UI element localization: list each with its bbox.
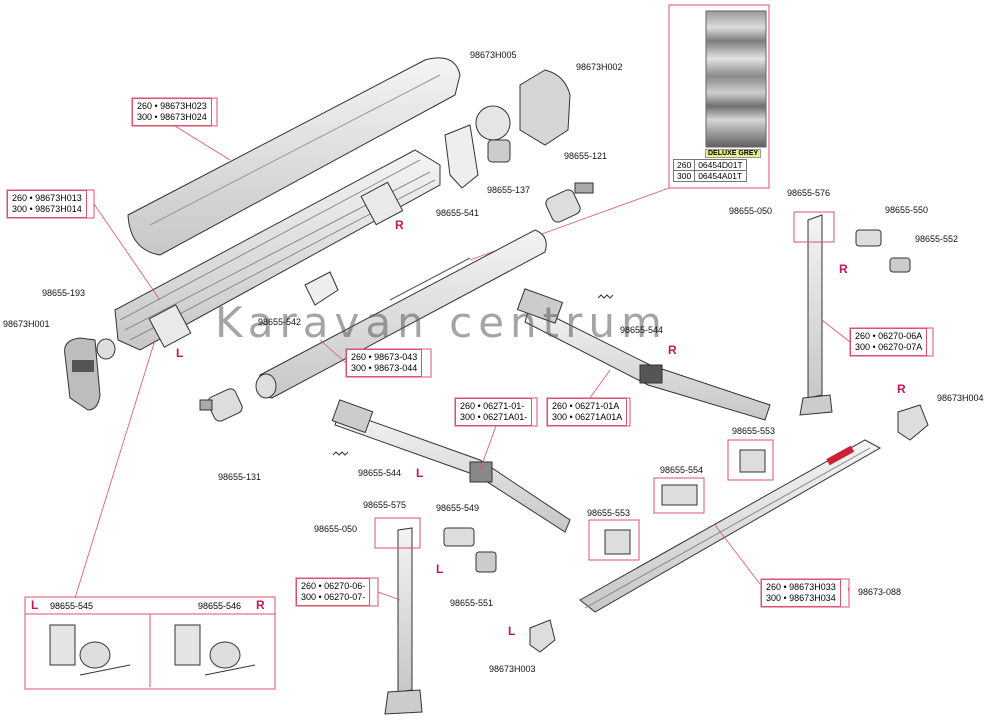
fabric-size: 260 <box>672 159 696 171</box>
main-profile <box>114 149 441 351</box>
part-label: 98655-544 <box>358 468 402 478</box>
part-553b <box>604 529 631 555</box>
end-cap-bottom <box>529 619 556 653</box>
fabric-code-table: 260 06454D01T 300 06454A01T <box>672 159 747 182</box>
part-label: 98655-553 <box>587 508 631 518</box>
part-552 <box>889 257 911 273</box>
gear-disc <box>475 105 511 141</box>
part-label: 98673H003 <box>489 664 536 674</box>
panel-side-right: R <box>256 598 265 612</box>
leg-left <box>397 527 413 693</box>
side-marker: R <box>839 262 848 276</box>
part-label: 98655-542 <box>258 317 302 327</box>
gear-bracket <box>444 124 479 189</box>
fabric-code: 06454A01T <box>694 170 747 182</box>
endcap-panel <box>24 596 276 690</box>
part-label: 98673H004 <box>937 393 984 403</box>
part-label: 98655-544 <box>620 325 664 335</box>
part-label: 98655-554 <box>660 465 704 475</box>
part-label: 98655-050 <box>314 524 358 534</box>
part-label: 98655-553 <box>732 426 776 436</box>
fabric-row: 260 06454D01T <box>672 159 747 171</box>
callout-leg-left: 260 • 06270-06-300 • 06270-07- <box>296 578 371 606</box>
arm-left <box>334 409 571 533</box>
bracket-542 <box>304 271 339 306</box>
watermark: Karavan centrum <box>215 298 668 347</box>
part-551 <box>475 551 497 573</box>
part-label: 98655-549 <box>436 503 480 513</box>
part-550 <box>855 229 882 247</box>
panel-right-code: 98655-546 <box>198 601 242 611</box>
callout-arm-left: 260 • 06271-01-300 • 06271A01- <box>455 398 533 426</box>
leg-right <box>807 214 823 399</box>
part-549 <box>443 527 475 547</box>
side-marker: L <box>416 466 424 480</box>
part-label: 98655-541 <box>436 208 480 218</box>
part-label: 98655-550 <box>885 205 929 215</box>
part-label: 98655-050 <box>729 206 773 216</box>
part-label: 98655-552 <box>915 234 959 244</box>
side-marker: R <box>897 382 906 396</box>
part-label: 98673H002 <box>576 62 623 72</box>
swatch-frame <box>668 4 770 189</box>
spring-mid <box>332 451 349 456</box>
brand-logo <box>826 445 855 466</box>
panel-side-left: L <box>31 598 39 612</box>
part-label: 98655-137 <box>487 185 531 195</box>
part-554 <box>661 484 698 506</box>
fabric-name: DELUXE GREY <box>705 149 762 158</box>
side-marker: L <box>176 346 184 360</box>
part-label: 98673H001 <box>3 319 50 329</box>
side-marker: L <box>436 562 444 576</box>
leader-lines <box>74 125 851 601</box>
plug <box>96 338 116 360</box>
part-label: 98673H005 <box>470 50 517 60</box>
side-marker: L <box>508 624 516 638</box>
side-marker: R <box>668 343 677 357</box>
roller-end-left <box>199 388 243 422</box>
fabric-size: 300 <box>672 170 696 182</box>
gearbox-cover <box>519 69 571 146</box>
part-label: 98655-575 <box>363 500 407 510</box>
side-marker: R <box>395 218 404 232</box>
roller-end-right <box>545 182 594 223</box>
part-label: 98655-551 <box>450 598 494 608</box>
panel-right-drawing <box>174 624 256 676</box>
part-553a <box>739 449 766 473</box>
fabric-row: 300 06454A01T <box>672 170 747 182</box>
part-label: 98655-131 <box>218 472 262 482</box>
end-cap-right <box>897 404 929 441</box>
part-label: 98673-088 <box>858 587 902 597</box>
panel-left-code: 98655-545 <box>50 601 94 611</box>
spring-top <box>597 294 614 299</box>
part-label: 98655-576 <box>787 188 831 198</box>
end-cap-left <box>64 337 101 411</box>
part-label: 98655-193 <box>42 288 86 298</box>
fabric-swatch <box>705 10 767 148</box>
fabric-code: 06454D01T <box>694 159 747 171</box>
part-label: 98655-121 <box>564 151 608 161</box>
panel-left-drawing <box>49 624 131 676</box>
